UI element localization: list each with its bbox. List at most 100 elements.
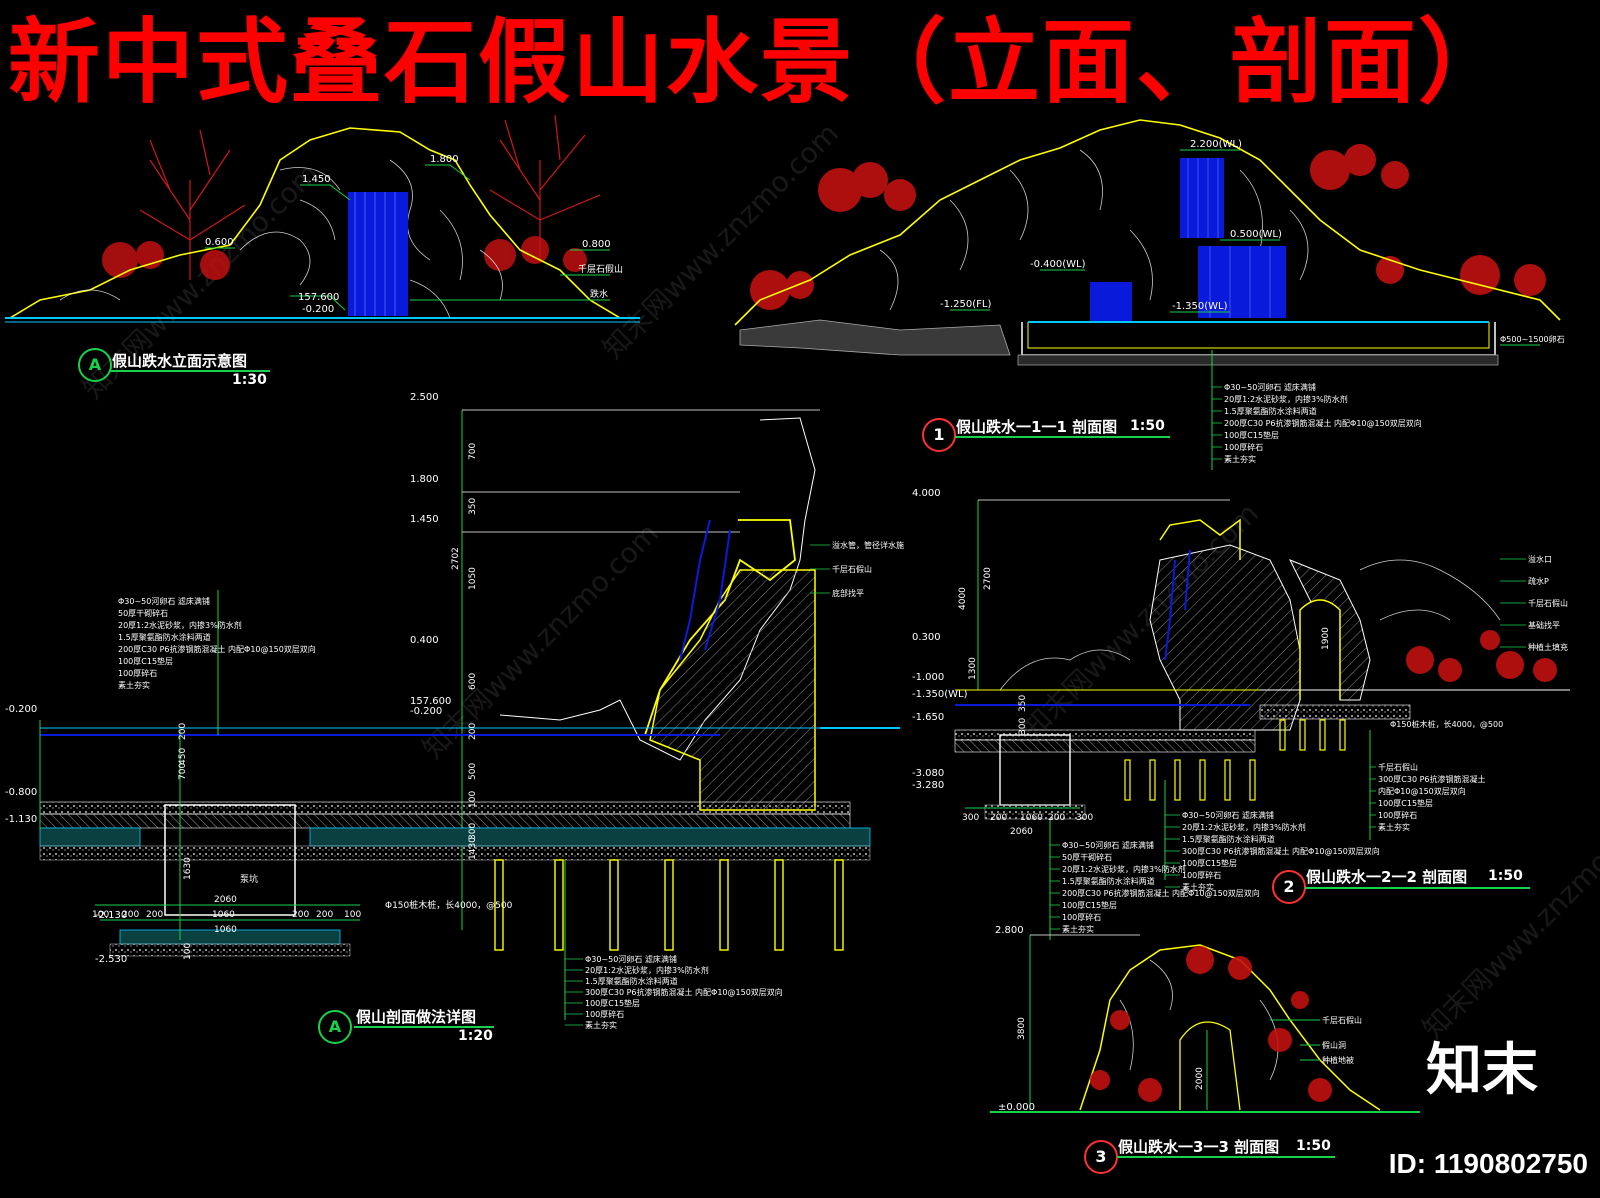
s3-note-1: 千层石假山 — [1322, 1015, 1362, 1025]
s1-level: 0.500(WL) — [1230, 229, 1282, 240]
detail-vdim: 1630 — [183, 857, 193, 880]
s3-dim-2: 2000 — [1195, 1067, 1205, 1090]
detail-drawing: 2.5001.8001.4500.400157.600-0.200-0.200-… — [5, 392, 904, 1030]
s2-note-right: 疏水P — [1528, 576, 1549, 586]
s2-level: -3.280 — [912, 780, 944, 791]
s2-level: -3.080 — [912, 768, 944, 779]
s2-note-c: Φ30~50河卵石 滤床满铺 — [1062, 840, 1154, 850]
detail-vdim: 100 — [183, 943, 193, 960]
scale-section-1: 1:50 — [1130, 418, 1165, 434]
s2-pile-note: Φ150桩木桩，长4000，@500 — [1390, 719, 1503, 729]
detail-level: 1.450 — [410, 514, 439, 525]
s2-note-b: 300厚C30 P6抗渗钢筋混凝土 内配Φ10@150双层双向 — [1182, 846, 1380, 856]
detail-note-bottom: 300厚C30 P6抗渗钢筋混凝土 内配Φ10@150双层双向 — [585, 987, 783, 997]
elev-level-4: 0.800 — [582, 239, 611, 250]
s2-hdim: 300 — [962, 813, 979, 823]
detail-note-bottom: 100厚C15垫层 — [585, 998, 640, 1008]
elev-level-6: -0.200 — [302, 304, 334, 315]
caption-tag-section-3: 3 — [1084, 1140, 1118, 1174]
detail-vdim: 1050 — [468, 567, 478, 590]
s2-level: -1.650 — [912, 712, 944, 723]
s2-note-c: 50厚干砌碎石 — [1062, 852, 1112, 862]
detail-vdim: 350 — [468, 498, 478, 515]
detail-note-left: 200厚C30 P6抗渗钢筋混凝土 内配Φ10@150双层双向 — [118, 644, 316, 654]
s1-level: -1.250(FL) — [940, 299, 991, 310]
detail-note-left: 50厚干砌碎石 — [118, 608, 168, 618]
detail-vdim: 2702 — [451, 547, 461, 570]
s1-note: 200厚C30 P6抗渗钢筋混凝土 内配Φ10@150双层双向 — [1224, 418, 1422, 428]
detail-note-bottom: 20厚1:2水泥砂浆，内掺3%防水剂 — [585, 965, 709, 975]
detail-note-left: 素土夯实 — [118, 680, 150, 690]
s2-level: -1.000 — [912, 672, 944, 683]
detail-note-left: 1.5厚聚氨酯防水涂料两道 — [118, 632, 211, 642]
detail-vdim: 200 — [468, 723, 478, 740]
caption-section-1: 假山跌水一1一1 剖面图 — [956, 418, 1118, 436]
detail-hdim: 100 — [344, 910, 361, 920]
detail-hdim: 2060 — [214, 895, 237, 905]
s2-hdim: 200 — [1048, 813, 1065, 823]
caption-section-2: 假山跌水一2一2 剖面图 — [1306, 868, 1468, 886]
scale-detail: 1:20 — [458, 1028, 493, 1044]
s2-vdim: 1300 — [968, 657, 978, 680]
s2-hdim: 2060 — [1010, 827, 1033, 837]
section-2-drawing: 4.0000.300-1.000-1.350(WL)-1.650-3.080-3… — [912, 488, 1570, 940]
s2-hdim: 200 — [990, 813, 1007, 823]
s2-note-c: 1.5厚聚氨酯防水涂料两道 — [1062, 876, 1155, 886]
caption-elevation: 假山跌水立面示意图 — [112, 352, 248, 370]
detail-note-bottom: 素土夯实 — [585, 1020, 617, 1030]
s2-note-right: 基础找平 — [1528, 620, 1560, 630]
detail-level: -0.200 — [410, 706, 442, 717]
s3-note-2: 假山洞 — [1322, 1040, 1346, 1050]
elev-note-2: 跌水 — [590, 288, 608, 300]
caption-tag-section-1: 1 — [922, 418, 956, 452]
s2-level: 4.000 — [912, 488, 941, 499]
detail-hdim: 200 — [316, 910, 333, 920]
asset-id: ID: 1190802750 — [1388, 1148, 1588, 1179]
s1-note: 20厚1:2水泥砂浆，内掺3%防水剂 — [1224, 394, 1348, 404]
s2-note-b: Φ30~50河卵石 滤床满铺 — [1182, 810, 1274, 820]
s2-note-b: 100厚C15垫层 — [1182, 858, 1237, 868]
detail-hdim: 200 — [146, 910, 163, 920]
s2-note-c: 100厚C15垫层 — [1062, 900, 1117, 910]
detail-vdims: 7003501050270260020020070045050010030014… — [178, 443, 478, 960]
s1-pile-spec: Φ500~1500卵石 — [1500, 334, 1565, 344]
detail-level-labels: 2.5001.8001.4500.400157.600-0.200-0.200-… — [5, 392, 451, 965]
elev-note-1: 千层石假山 — [578, 264, 623, 275]
elev-level-5: 157.600 — [298, 292, 339, 303]
detail-vdim: 600 — [468, 673, 478, 690]
s2-hdim: 300 — [1076, 813, 1093, 823]
s2-note-a: 千层石假山 — [1378, 762, 1418, 772]
caption-tag-elevation: A — [78, 348, 112, 382]
s2-notes-c: Φ30~50河卵石 滤床满铺50厚干砌碎石20厚1:2水泥砂浆，内掺3%防水剂1… — [1050, 840, 1260, 934]
elev-level-2: 1.450 — [302, 174, 331, 185]
s2-note-b: 100厚碎石 — [1182, 870, 1221, 880]
s1-note: Φ30~50河卵石 滤床满铺 — [1224, 382, 1316, 392]
caption-tag-detail: A — [318, 1010, 352, 1044]
detail-level: 1.800 — [410, 474, 439, 485]
detail-note-left: 20厚1:2水泥砂浆，内掺3%防水剂 — [118, 620, 242, 630]
page-title: 新中式叠石假山水景（立面、剖面） — [8, 9, 1513, 116]
detail-note-left: 100厚碎石 — [118, 668, 157, 678]
section-1-drawing: 2.200(WL) 0.500(WL) -0.400(WL) -1.250(FL… — [734, 119, 1565, 470]
caption-section-3: 假山跌水一3一3 剖面图 — [1118, 1138, 1280, 1156]
s2-note-a: 100厚碎石 — [1378, 810, 1417, 820]
detail-note-left: 100厚C15垫层 — [118, 656, 173, 666]
s1-level: 2.200(WL) — [1190, 139, 1242, 150]
detail-note-bottom: 1.5厚聚氨酯防水涂料两道 — [585, 976, 678, 986]
s3-dim-1: 3800 — [1017, 1017, 1027, 1040]
detail-note-right: 千层石假山 — [832, 564, 872, 574]
s2-note-a: 素土夯实 — [1378, 822, 1410, 832]
s2-vdim: 350 — [1018, 695, 1028, 712]
caption-underline — [955, 436, 1170, 438]
s2-level: -1.350(WL) — [912, 689, 968, 700]
detail-level: -1.130 — [5, 814, 37, 825]
detail-level: -0.800 — [5, 787, 37, 798]
caption-underline — [354, 1026, 494, 1028]
scale-elevation: 1:30 — [232, 372, 267, 388]
s1-note: 1.5厚聚氨酯防水涂料两道 — [1224, 406, 1317, 416]
detail-notes-left: Φ30~50河卵石 滤床满铺50厚干砌碎石20厚1:2水泥砂浆，内掺3%防水剂1… — [118, 596, 316, 690]
